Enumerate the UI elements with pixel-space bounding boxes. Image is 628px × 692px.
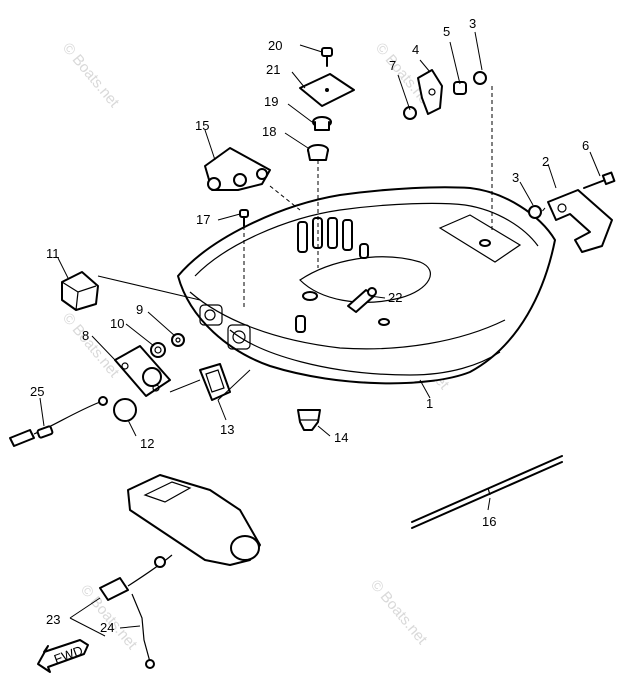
callout-18: 18: [262, 124, 276, 139]
hinge-bracket: [547, 189, 613, 253]
cover-plate: [114, 345, 171, 397]
callout-16: 16: [482, 514, 496, 529]
callout-1: 1: [426, 396, 433, 411]
callout-4: 4: [412, 42, 419, 57]
hose-fitting: [347, 287, 377, 313]
callout-20: 20: [268, 38, 282, 53]
watermark: © Boats.net: [59, 40, 123, 112]
callout-8: 8: [82, 328, 89, 343]
leader-lines: [39, 31, 601, 637]
callout-11: 11: [46, 246, 60, 261]
callout-17: 17: [196, 212, 210, 227]
grommet-block: [61, 271, 99, 311]
rod: [411, 455, 563, 529]
clamp-bracket: [204, 147, 271, 191]
callout-14: 14: [334, 430, 348, 445]
plug: [312, 116, 332, 131]
bottom-cowling: [177, 186, 556, 385]
grommet: [150, 342, 166, 358]
callout-19: 19: [264, 94, 278, 109]
callout-21: 21: [266, 62, 280, 77]
callout-25: 25: [30, 384, 44, 399]
wire-lead: [9, 396, 108, 447]
callout-7: 7: [389, 58, 396, 73]
grommet-plate: [199, 363, 231, 401]
grommet: [171, 333, 185, 347]
callout-13: 13: [220, 422, 234, 437]
bracket-plate: [417, 69, 443, 115]
callout-9: 9: [136, 302, 143, 317]
bolt: [583, 171, 616, 189]
drain-plug: [297, 409, 321, 431]
fwd-label: FWD: [52, 643, 85, 667]
screw: [239, 209, 249, 227]
cap: [113, 398, 137, 422]
callout-labels: 1 2 3 3 4 5 6 7 8 9 10 11 12 13 14 15 16…: [30, 16, 589, 635]
wire-harness: [99, 554, 173, 669]
callout-23: 23: [46, 612, 60, 627]
callout-5: 5: [443, 24, 450, 39]
callout-2: 2: [542, 154, 549, 169]
nut: [403, 106, 417, 120]
watermark: © Boats.net: [367, 577, 431, 649]
callout-6: 6: [582, 138, 589, 153]
cover-plate: [299, 73, 355, 107]
fwd-arrow: FWD: [37, 639, 89, 673]
callout-24: 24: [100, 620, 114, 635]
nut: [473, 71, 542, 219]
callout-3: 3: [512, 170, 519, 185]
callout-3: 3: [469, 16, 476, 31]
callout-12: 12: [140, 436, 154, 451]
lower-unit-housing: [127, 474, 261, 566]
cowling-front-openings: [199, 304, 251, 350]
screw: [321, 47, 333, 67]
grommet: [307, 144, 329, 161]
cowling-bosses: [295, 217, 491, 333]
callout-15: 15: [195, 118, 209, 133]
callout-22: 22: [388, 290, 402, 305]
callout-10: 10: [110, 316, 124, 331]
